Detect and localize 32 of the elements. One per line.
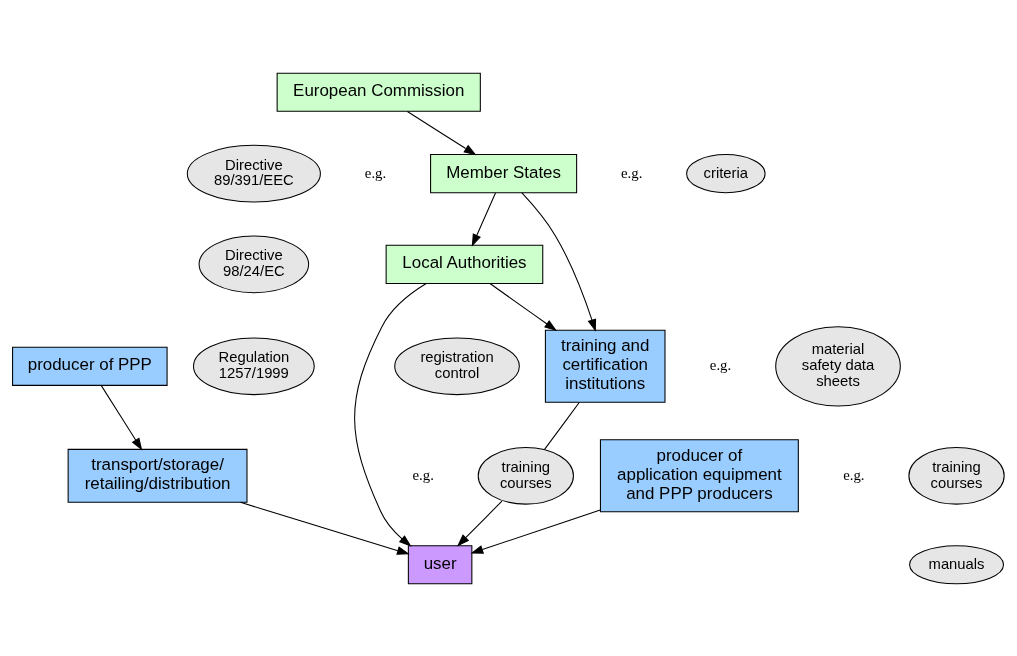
arrow [470, 509, 601, 554]
node-ellipse: training courses [908, 446, 1005, 505]
label: e.g. [620, 164, 643, 181]
node-ellipse: Regulation 1257/1999 [192, 337, 315, 395]
node-box: transport/storage/ retailing/distribution [67, 448, 248, 503]
label: e.g. [412, 466, 434, 483]
connector [544, 401, 580, 450]
node-ellipse: registration control [394, 337, 520, 395]
arrow [100, 384, 143, 451]
node-box: European Commission [276, 72, 481, 112]
arrow [239, 501, 410, 555]
node-ellipse: Directive 89/391/EEC [186, 144, 321, 202]
arrow [521, 191, 597, 332]
arrow [471, 192, 496, 247]
arrow [406, 110, 477, 155]
node-ellipse: manuals [909, 544, 1005, 584]
node-box: training and certification institutions [544, 329, 666, 403]
label: e.g. [843, 466, 865, 483]
node-ellipse: material safety data sheets [775, 325, 901, 406]
node-box: user [407, 544, 473, 584]
node-box: producer of PPP [12, 346, 168, 386]
arrow [457, 500, 503, 547]
node-box: Local Authorities [385, 244, 544, 284]
node-ellipse: training courses [477, 446, 574, 505]
node-ellipse: Directive 98/24/EC [198, 235, 310, 293]
node-box: Member States [430, 153, 578, 193]
label: e.g. [709, 356, 732, 373]
node-box: producer of application equipment and PPP producers [599, 438, 799, 512]
label: e.g. [364, 164, 387, 181]
arrow [489, 282, 557, 331]
arrow [354, 282, 427, 547]
node-ellipse: criteria [686, 153, 766, 193]
